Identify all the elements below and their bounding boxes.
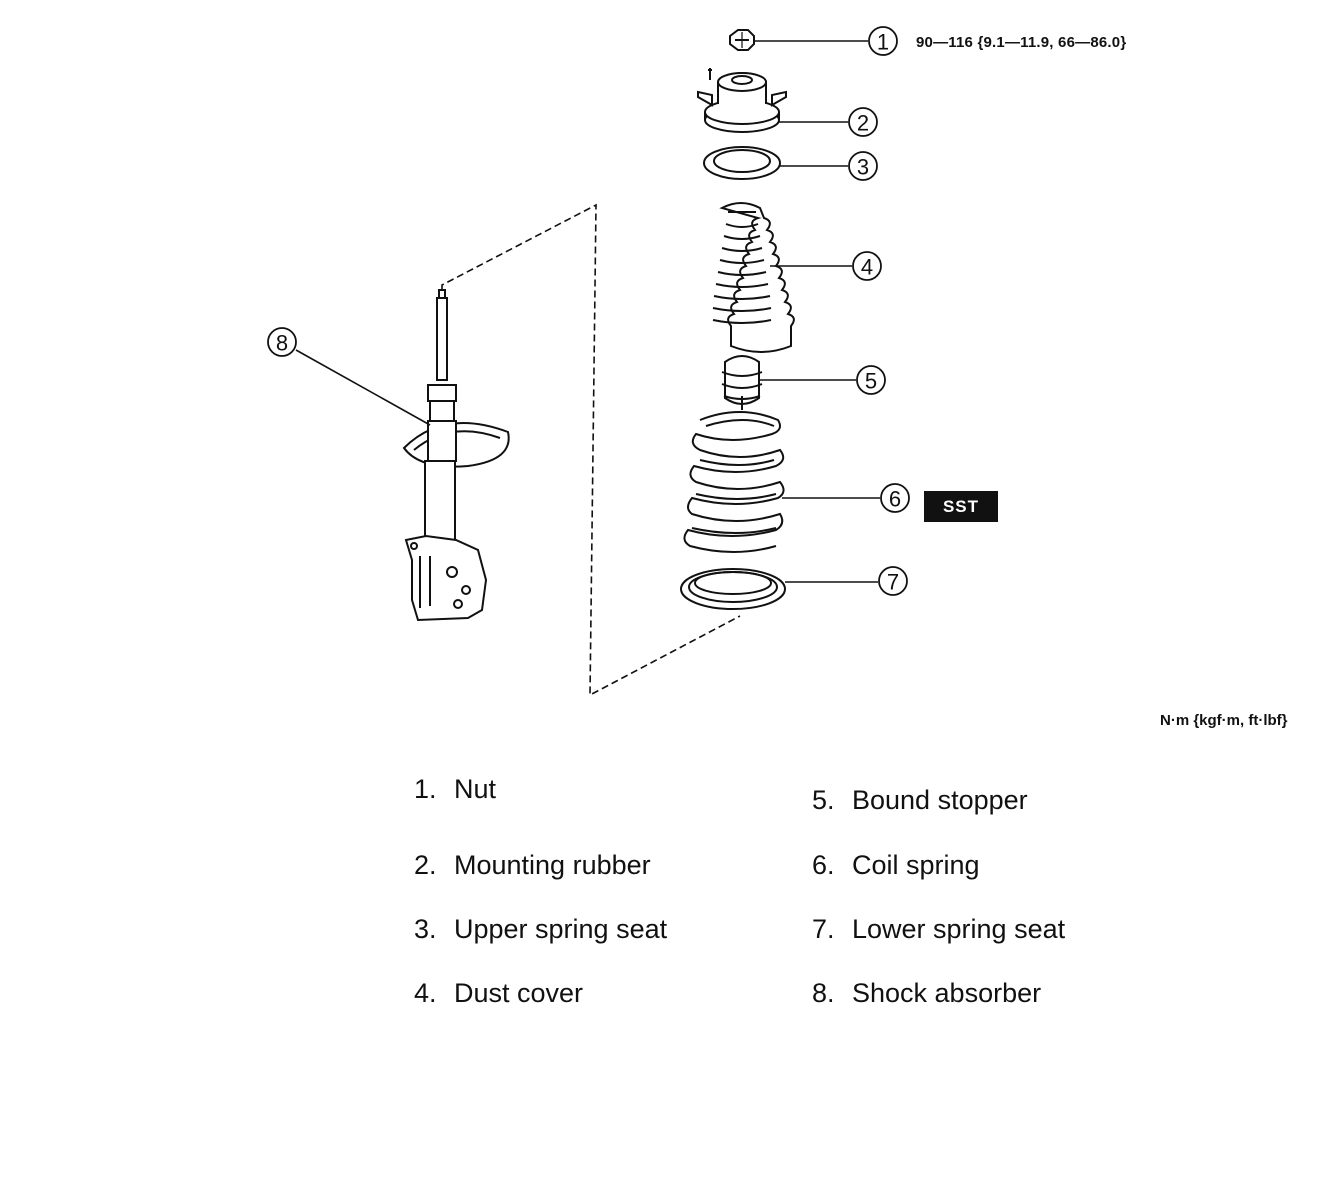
- lower-spring-seat-part: [680, 568, 786, 610]
- sst-badge: SST: [924, 491, 998, 522]
- legend-item-4: 4. Dust cover: [414, 978, 583, 1009]
- legend-label: Mounting rubber: [454, 850, 651, 880]
- callout-circles: [267, 26, 910, 596]
- callout-number-5: 5: [865, 369, 877, 394]
- nut-part: [729, 29, 755, 51]
- callout-number-8: 8: [276, 331, 288, 356]
- legend-item-8: 8. Shock absorber: [812, 978, 1041, 1009]
- callout-number-4: 4: [861, 255, 873, 280]
- mounting-rubber-part: [697, 68, 787, 133]
- legend-number: 8.: [812, 978, 835, 1008]
- callout-number-6: 6: [889, 487, 901, 512]
- legend-number: 5.: [812, 785, 835, 815]
- legend-label: Dust cover: [454, 978, 584, 1008]
- legend-number: 1.: [414, 774, 437, 804]
- legend-number: 7.: [812, 914, 835, 944]
- callout-number-2: 2: [857, 111, 869, 136]
- legend-item-3: 3. Upper spring seat: [414, 914, 667, 945]
- legend-item-1: 1. Nut: [414, 774, 496, 805]
- callout-number-3: 3: [857, 155, 869, 180]
- nut-torque-spec: 90—116 {9.1—11.9, 66—86.0}: [916, 34, 1127, 51]
- leader-lines: [295, 40, 880, 583]
- coil-spring-part: [683, 411, 785, 553]
- bound-stopper-part: [721, 355, 763, 410]
- legend-number: 3.: [414, 914, 437, 944]
- callout-number-7: 7: [887, 570, 899, 595]
- callout-number-1: 1: [877, 30, 889, 55]
- legend-label: Upper spring seat: [454, 914, 668, 944]
- torque-units-note: N·m {kgf·m, ft·lbf}: [1160, 712, 1288, 729]
- legend-item-7: 7. Lower spring seat: [812, 914, 1065, 945]
- legend-label: Nut: [454, 774, 497, 804]
- upper-spring-seat-part: [703, 146, 781, 180]
- legend-item-5: 5. Bound stopper: [812, 785, 1028, 816]
- sst-label: SST: [942, 496, 980, 516]
- legend-item-6: 6. Coil spring: [812, 850, 980, 881]
- dust-cover-part: [712, 202, 795, 353]
- legend-item-2: 2. Mounting rubber: [414, 850, 651, 881]
- legend-number: 2.: [414, 850, 437, 880]
- legend-label: Lower spring seat: [852, 914, 1066, 944]
- legend-label: Shock absorber: [852, 978, 1042, 1008]
- legend-label: Bound stopper: [852, 785, 1028, 815]
- shock-absorber-part: [402, 289, 510, 622]
- legend-number: 6.: [812, 850, 835, 880]
- exploded-strut-diagram: 1 2 3 4 5 6 7 8: [267, 26, 910, 697]
- legend-number: 4.: [414, 978, 437, 1008]
- legend-label: Coil spring: [852, 850, 980, 880]
- assembly-guide-line: [441, 203, 741, 697]
